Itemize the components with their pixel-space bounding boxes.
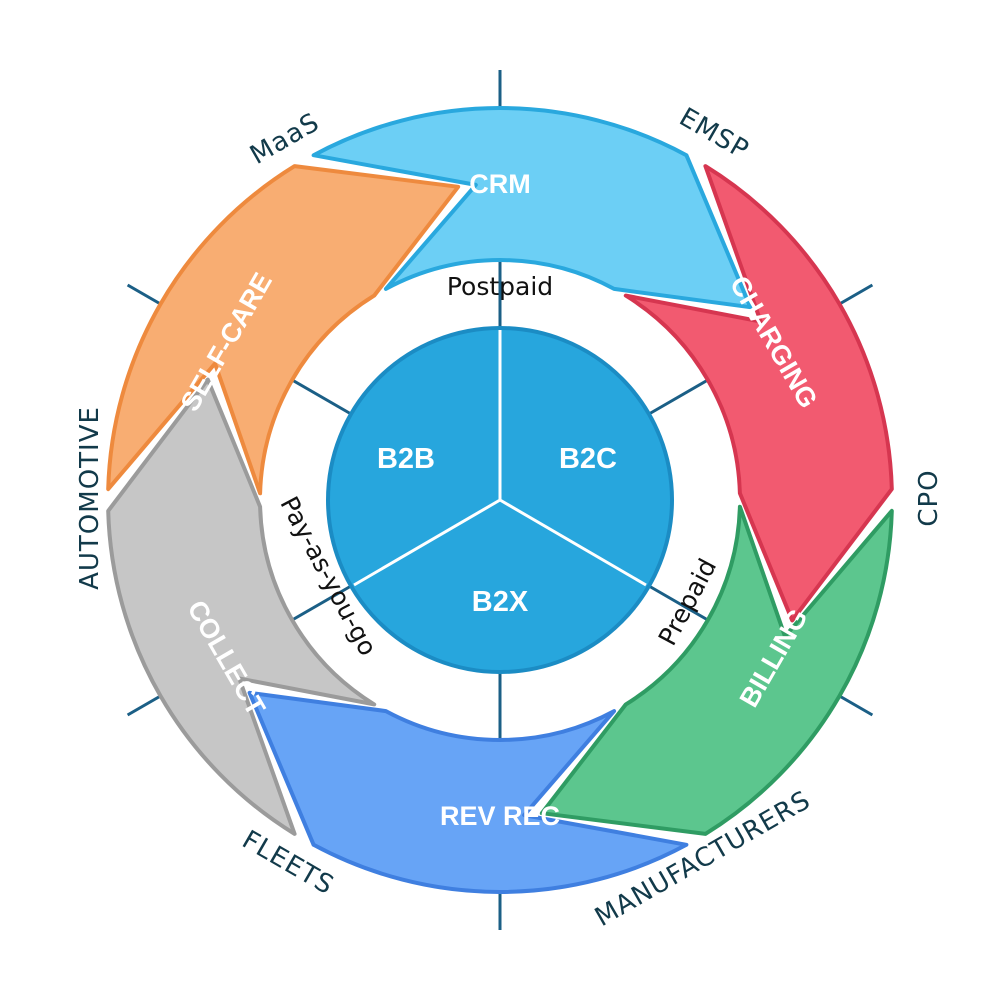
ring-segment-charging bbox=[623, 164, 894, 623]
cpo-label: CPO bbox=[914, 469, 944, 526]
ring-segment-collect bbox=[106, 377, 377, 836]
core-divider-left bbox=[353, 498, 501, 587]
ring-segment-label-revrec: REV REC bbox=[440, 801, 560, 831]
core-circle: B2B B2C B2X bbox=[326, 326, 674, 674]
ring-segment-label-crm: CRM bbox=[469, 169, 531, 199]
b2c-label: B2C bbox=[559, 443, 617, 475]
postpaid-label: Postpaid bbox=[447, 272, 553, 301]
automotive-label: AUTOMOTIVE bbox=[75, 406, 105, 590]
ring-segment-crm bbox=[311, 106, 753, 310]
ring-segments bbox=[106, 106, 894, 894]
ring-segment-billing bbox=[539, 504, 894, 836]
b2x-label: B2X bbox=[472, 586, 529, 618]
maas-label: MaaS bbox=[245, 107, 325, 170]
ring-segment-selfcare bbox=[106, 164, 461, 496]
b2b-label: B2B bbox=[377, 443, 435, 475]
core-divider-right bbox=[499, 498, 647, 587]
ring-segment-revrec bbox=[247, 690, 689, 894]
